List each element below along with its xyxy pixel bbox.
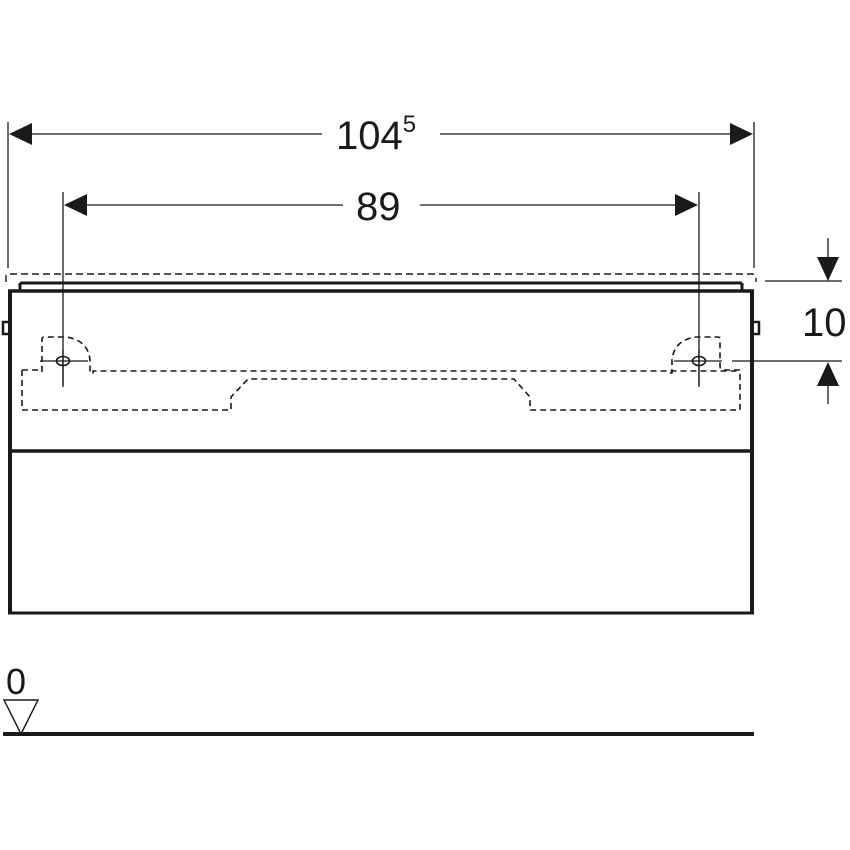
hole-height-dimension bbox=[732, 238, 842, 404]
overall-width-dimension bbox=[7, 122, 755, 268]
level-marker-icon bbox=[2, 699, 40, 736]
sink-cutout-outline-dashed bbox=[21, 336, 741, 411]
cabinet-top bbox=[8, 281, 754, 293]
hole-spacing-label: 89 bbox=[356, 185, 401, 229]
overall-width-label: 1045 bbox=[336, 111, 416, 158]
countertop-outline-dashed bbox=[5, 273, 757, 282]
arrowhead-down-icon bbox=[817, 257, 839, 281]
hole-height-label: 10 bbox=[802, 301, 847, 345]
arrowhead-up-icon bbox=[817, 362, 839, 386]
arrowhead-right-icon bbox=[730, 123, 753, 145]
arrowhead-left-icon bbox=[9, 123, 32, 145]
floor-reference bbox=[2, 699, 754, 736]
floor-reference-label: 0 bbox=[6, 661, 26, 702]
mounting-hole-left bbox=[40, 350, 88, 387]
side-clip-left-icon bbox=[1, 320, 8, 336]
arrowhead-left-icon bbox=[64, 194, 87, 216]
arrowhead-right-icon bbox=[675, 194, 698, 216]
mounting-hole-right bbox=[674, 350, 722, 387]
hole-spacing-dimension bbox=[62, 192, 700, 385]
side-clip-right-icon bbox=[754, 320, 761, 336]
cabinet-body bbox=[8, 290, 754, 615]
